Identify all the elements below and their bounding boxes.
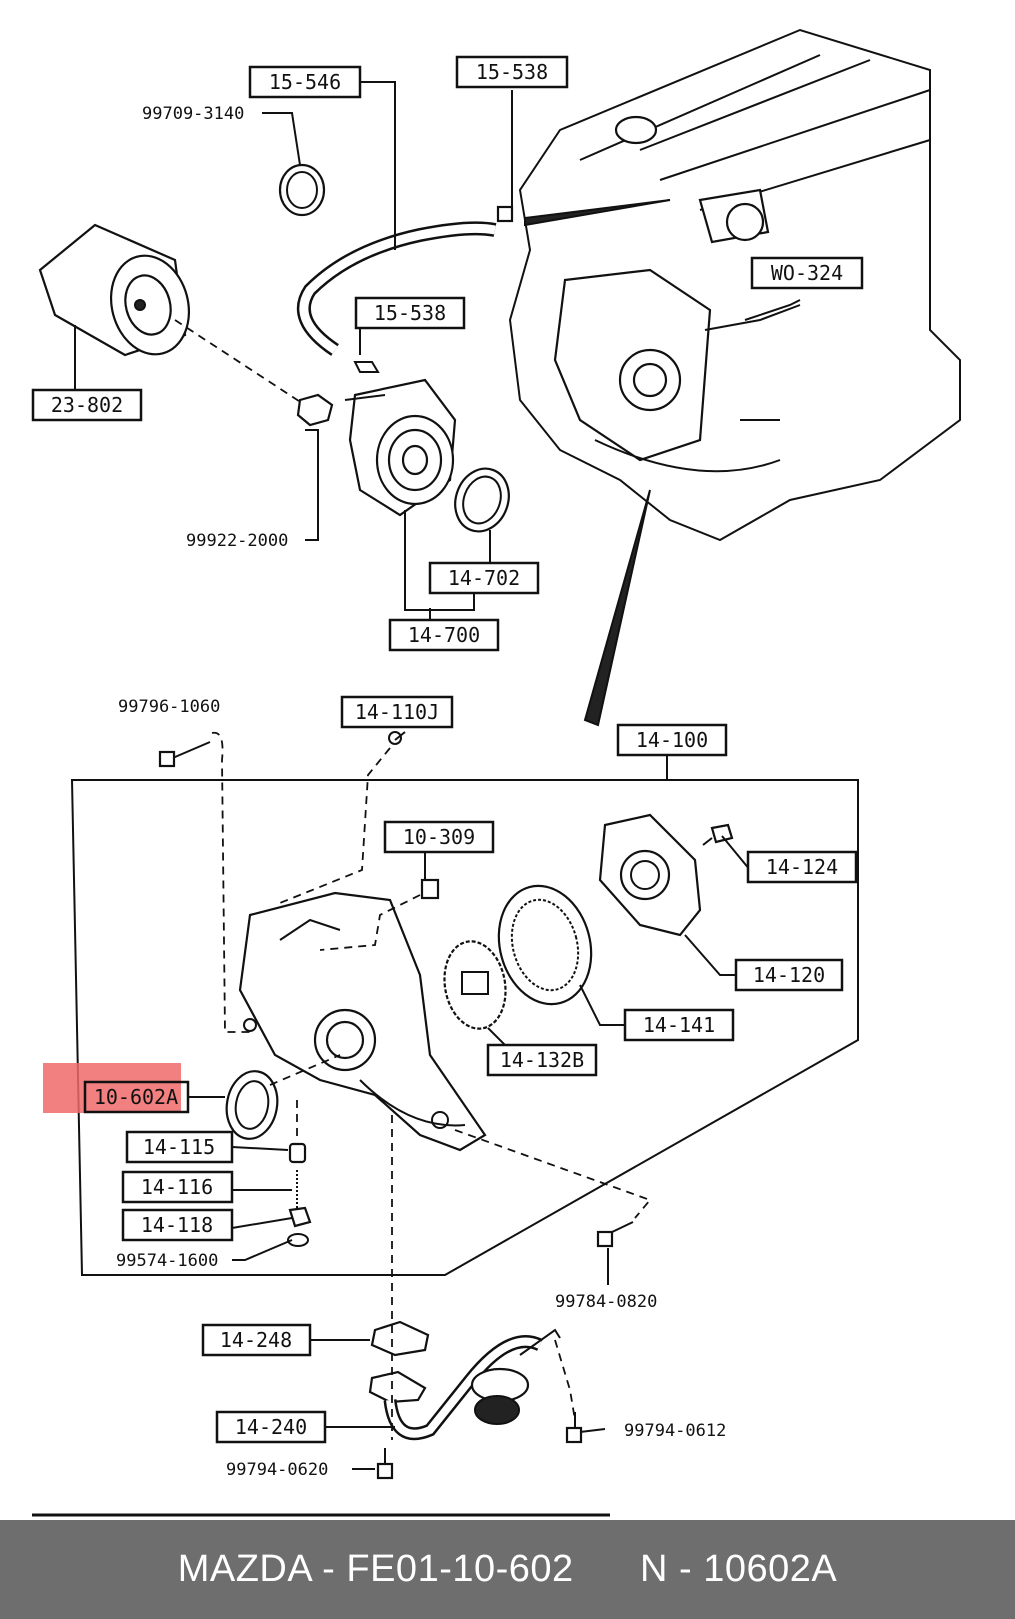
label-14-110j: 14-110J — [355, 700, 439, 724]
label-box-15-538-mid — [354, 296, 466, 330]
assembly-boundary — [70, 779, 859, 1276]
label-box-14-248 — [201, 1323, 312, 1357]
label-23-802: 23-802 — [51, 393, 123, 417]
engine-block-drawing — [508, 28, 961, 542]
label-box-14-132b — [486, 1043, 598, 1077]
label-box-14-110j — [340, 695, 454, 729]
label-box-15-538-top — [455, 55, 569, 89]
label-99709-3140: 99709-3140 — [142, 104, 244, 124]
label-14-124: 14-124 — [766, 855, 838, 879]
label-99794-0620: 99794-0620 — [226, 1460, 328, 1480]
footer-gap — [574, 1548, 640, 1591]
label-14-700: 14-700 — [408, 623, 480, 647]
label-10-309: 10-309 — [403, 825, 475, 849]
pump-cover-drawing — [598, 813, 702, 937]
parts-diagram: 15-546 15-538 23-802 15-538 WO-324 14-70… — [31, 28, 961, 1517]
label-wo-324: WO-324 — [771, 261, 843, 285]
label-99796-1060: 99796-1060 — [118, 697, 220, 717]
label-box-14-120 — [734, 958, 844, 992]
highlight-10-602a — [43, 1063, 181, 1113]
label-99574-1600: 99574-1600 — [116, 1251, 218, 1271]
label-99922-2000: 99922-2000 — [186, 531, 288, 551]
bolt-99796-drawing — [158, 741, 211, 768]
label-14-248: 14-248 — [220, 1328, 292, 1352]
label-14-132b: 14-132B — [500, 1048, 584, 1072]
label-14-115: 14-115 — [143, 1135, 215, 1159]
label-box-10-602a — [83, 1080, 190, 1114]
part-number-footer: MAZDA - FE01-10-602 N - 10602A — [0, 1520, 1015, 1619]
label-box-15-546 — [248, 65, 362, 99]
nut-drawing — [496, 205, 514, 223]
bolt-99784-drawing — [596, 1221, 634, 1248]
label-box-14-124 — [746, 850, 858, 884]
label-14-120: 14-120 — [753, 963, 825, 987]
inner-rotor-drawing — [443, 940, 507, 1030]
label-box-23-802 — [31, 388, 143, 422]
label-box-14-118 — [121, 1208, 234, 1242]
oil-strainer-drawing — [368, 1320, 561, 1441]
label-box-14-700 — [388, 618, 500, 652]
label-99784-0820: 99784-0820 — [555, 1292, 657, 1312]
washer-drawing — [287, 1233, 309, 1247]
label-box-14-702 — [428, 561, 540, 595]
gasket-14-702-drawing — [454, 467, 510, 533]
label-14-240: 14-240 — [235, 1415, 307, 1439]
outer-rotor-drawing — [497, 884, 593, 1006]
label-box-14-116 — [121, 1170, 234, 1204]
label-14-116: 14-116 — [141, 1175, 213, 1199]
label-box-10-309 — [383, 820, 495, 854]
plunger-drawing — [288, 1142, 307, 1164]
plug-drawing — [288, 1206, 312, 1228]
label-15-538-mid: 15-538 — [374, 301, 446, 325]
label-15-538-top: 15-538 — [476, 60, 548, 84]
label-box-14-100 — [616, 723, 728, 757]
label-14-100: 14-100 — [636, 728, 708, 752]
bolt-99794-0620-drawing — [376, 1462, 394, 1480]
label-box-14-141 — [623, 1008, 735, 1042]
oil-cooler-drawing — [344, 378, 457, 517]
oil-filter-drawing — [38, 223, 191, 395]
label-15-546: 15-546 — [269, 70, 341, 94]
dowel-pin-drawing — [420, 878, 440, 900]
oil-pump-body-drawing — [238, 891, 487, 1152]
hose-clamp-drawing — [278, 163, 326, 217]
bolt-99794-0612-drawing — [565, 1426, 583, 1444]
screw-14-124-drawing — [702, 823, 734, 846]
breather-hose-drawing — [296, 221, 497, 356]
label-14-702: 14-702 — [448, 566, 520, 590]
label-box-14-115 — [125, 1130, 234, 1164]
footer-alt-part: N - 10602A — [640, 1548, 838, 1590]
label-10-602a: 10-602A — [94, 1085, 178, 1109]
pointer-arrow — [583, 489, 651, 727]
nut-99922-drawing — [296, 393, 334, 427]
label-box-14-240 — [215, 1410, 327, 1444]
footer-mazda-part: MAZDA - FE01-10-602 — [177, 1548, 574, 1590]
oil-seal-10-602a-drawing — [225, 1070, 279, 1140]
label-14-118: 14-118 — [141, 1213, 213, 1237]
label-box-wo-324 — [750, 256, 864, 290]
label-14-141: 14-141 — [643, 1013, 715, 1037]
label-99794-0612: 99794-0612 — [624, 1421, 726, 1441]
